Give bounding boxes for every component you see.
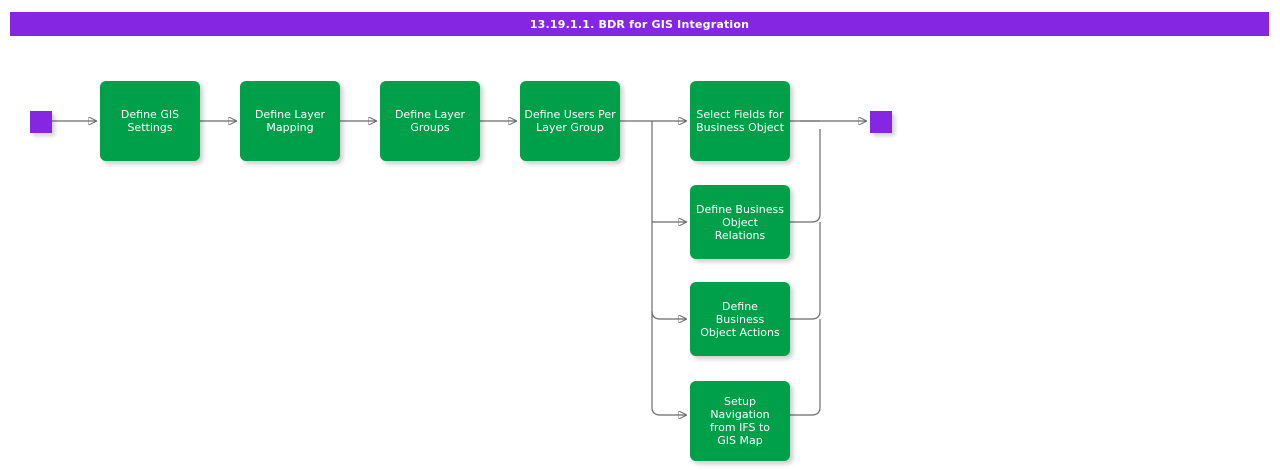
node-label: Setup Navigation from IFS to GIS Map xyxy=(710,395,770,447)
node-label: Define Layer Mapping xyxy=(254,108,326,134)
node-setup-navigation-from-ifs-to-gis-map[interactable]: Setup Navigation from IFS to GIS Map xyxy=(690,381,790,461)
edge-n8-to-end xyxy=(790,319,821,416)
node-define-business-object-actions[interactable]: Define Business Object Actions xyxy=(690,282,790,356)
page-title: 13.19.1.1. BDR for GIS Integration xyxy=(529,17,750,31)
node-define-layer-groups[interactable]: Define Layer Groups xyxy=(380,81,480,161)
node-define-users-per-layer-group[interactable]: Define Users Per Layer Group xyxy=(520,81,620,161)
edge-n4-to-n8 xyxy=(651,406,686,415)
edge-n6-to-end xyxy=(790,129,821,223)
end-node[interactable] xyxy=(870,111,892,133)
node-define-business-object-relations[interactable]: Define Business Object Relations xyxy=(690,185,790,259)
edge-n7-to-end xyxy=(790,222,821,320)
node-label: Define GIS Settings xyxy=(120,108,180,134)
node-label: Define Layer Groups xyxy=(394,108,466,134)
node-label: Define Business Object Relations xyxy=(696,202,784,242)
node-select-fields-for-business-object[interactable]: Select Fields for Business Object xyxy=(690,81,790,161)
start-node[interactable] xyxy=(30,111,52,133)
node-label: Select Fields for Business Object xyxy=(696,108,784,134)
edge-n4-to-n7 xyxy=(651,310,686,319)
node-label: Define Users Per Layer Group xyxy=(524,108,616,134)
node-define-gis-settings[interactable]: Define GIS Settings xyxy=(100,81,200,161)
node-label: Define Business Object Actions xyxy=(700,299,780,339)
diagram-title-bar: 13.19.1.1. BDR for GIS Integration xyxy=(10,12,1269,36)
node-define-layer-mapping[interactable]: Define Layer Mapping xyxy=(240,81,340,161)
